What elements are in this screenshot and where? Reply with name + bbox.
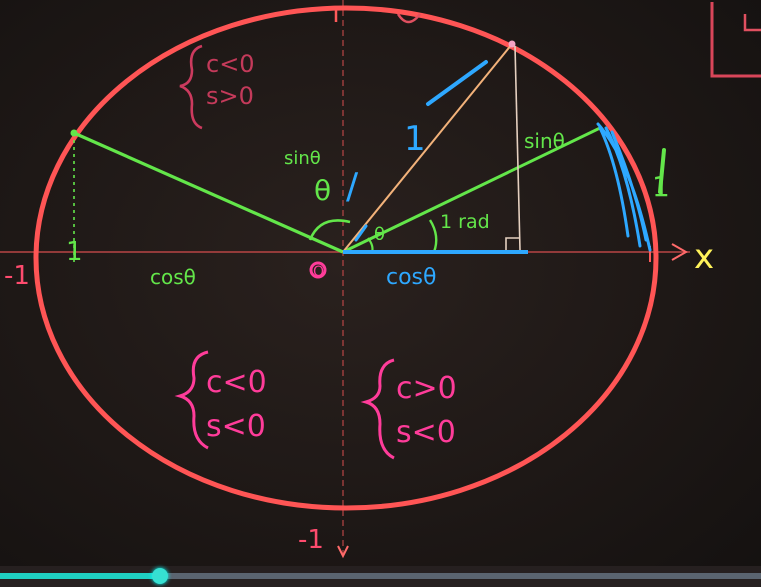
- one-left-label: /: [346, 166, 359, 207]
- cos-left-label: cosθ: [150, 265, 196, 289]
- one-right-top-label: 1: [404, 119, 426, 159]
- radius-top: [342, 43, 513, 253]
- unit-circle: [33, 5, 659, 511]
- top-point: [508, 40, 516, 48]
- one-left-edge-label: 1: [66, 237, 83, 267]
- y-axis-arrow-icon: [337, 545, 349, 559]
- green-angle-arc-small: [367, 237, 374, 253]
- corner-mark-right: [743, 14, 761, 32]
- green-radius-q2: [73, 131, 344, 254]
- sin-vertical-line: [514, 45, 521, 251]
- video-player-bar: [0, 566, 761, 587]
- x-axis-arrow-icon: [671, 243, 689, 261]
- brace-q3: [174, 350, 209, 450]
- sin-left-label: sinθ: [284, 148, 321, 169]
- cos-right-label: cosθ: [386, 265, 436, 290]
- origin-label: O: [313, 264, 324, 280]
- theta-right-label: θ: [374, 224, 385, 245]
- q2-sin-sign: s>0: [206, 82, 254, 110]
- green-arc-tick: [658, 148, 666, 194]
- q4-cos-sign: c>0: [396, 371, 457, 406]
- progress-track[interactable]: [0, 568, 761, 584]
- green-angle-arc-1rad: [428, 219, 438, 253]
- q3-cos-sign: c<0: [206, 365, 267, 400]
- brace-q2: [179, 44, 203, 130]
- progress-scrubber-handle[interactable]: [151, 568, 168, 584]
- right-angle-mark: [505, 237, 520, 250]
- corner-box: [710, 2, 761, 78]
- sin-right-label: sinθ: [524, 129, 565, 153]
- q3-sin-sign: s<0: [206, 409, 266, 444]
- blue-stroke-small: [354, 224, 368, 242]
- blue-arc-scribble: [596, 122, 652, 252]
- origin-circle: [309, 261, 327, 279]
- blue-one-stroke-1: [426, 60, 488, 106]
- green-angle-arc-left: [308, 219, 351, 241]
- x-axis-label: x: [694, 237, 714, 277]
- neg-one-bottom-label: -1: [298, 525, 324, 555]
- neg-one-left-label: -1: [4, 261, 30, 291]
- corner-mark-top: [396, 13, 421, 24]
- one-right-edge-label: 1: [652, 170, 670, 203]
- q2-cos-sign: c<0: [206, 50, 255, 78]
- one-rad-label: 1 rad: [440, 211, 490, 233]
- green-radius-1rad: [342, 126, 601, 254]
- progress-fill: [0, 573, 160, 579]
- q4-sin-sign: s<0: [396, 415, 456, 450]
- theta-left-label: θ: [314, 174, 331, 207]
- brace-q4: [360, 358, 395, 460]
